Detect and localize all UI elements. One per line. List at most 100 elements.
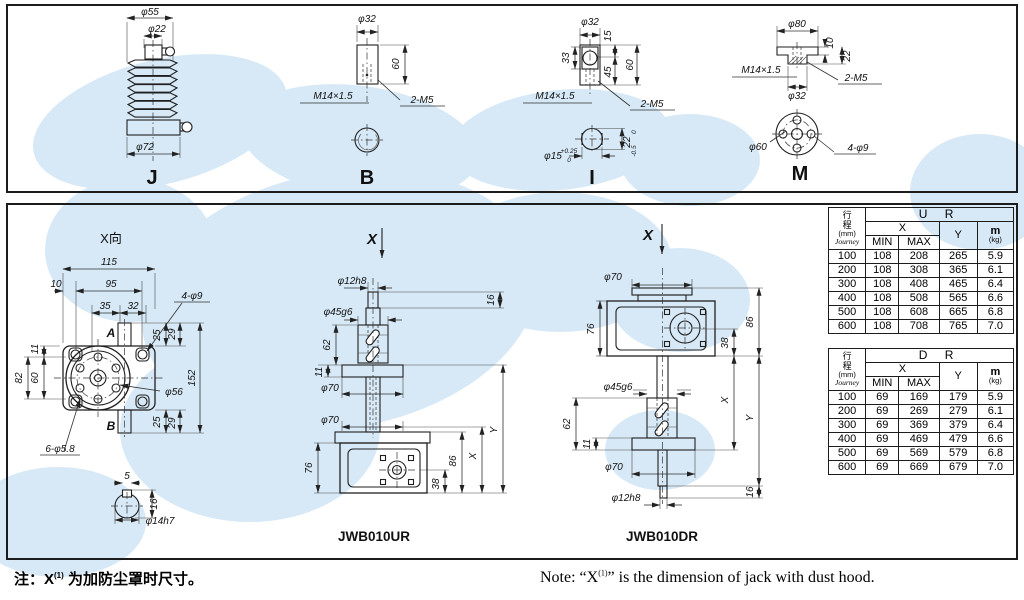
b-shape — [351, 44, 383, 156]
table-cell: 100 — [827, 249, 867, 264]
dim-label: 60 — [391, 58, 402, 70]
col-header-m: m(kg) — [976, 362, 1015, 391]
dim-label: 2-M5 — [410, 95, 434, 106]
view-i-drawing: φ32 33 15 45 60 M14×1.5 2-M5 φ15 +0.25 0… — [523, 17, 675, 189]
table-title-ur: U R — [865, 207, 1014, 222]
dim-label: 29 — [167, 417, 178, 430]
view-b-label: B — [360, 167, 374, 189]
table-cell: 200 — [827, 263, 867, 278]
table-cell: 369 — [898, 418, 940, 433]
dim-label: 115 — [101, 257, 117, 268]
footnote-chinese: 注：X(1) 为加防尘罩时尺寸。 — [14, 571, 203, 588]
dim-label: φ70 — [321, 383, 339, 394]
dim-label: M14×1.5 — [313, 91, 353, 102]
dim-label: 29 — [167, 328, 178, 341]
xview-housing — [54, 319, 164, 437]
journey-header: 行 程 (mm) Journey — [827, 348, 867, 391]
dim-label: 82 — [14, 372, 25, 384]
table-cell: 208 — [898, 249, 940, 264]
xview-shaft-detail — [111, 480, 156, 524]
dim-label: 6-φ5.8 — [45, 444, 75, 455]
dim-label: 16 — [149, 498, 160, 510]
table-title-dr: D R — [865, 348, 1014, 363]
dim-tolerance: 0 — [567, 157, 571, 164]
shaft-a-label: A — [106, 326, 116, 340]
dim-label: φ32 — [581, 17, 599, 28]
dim-label: 60 — [625, 59, 636, 71]
table-cell: 465 — [938, 277, 978, 292]
col-header-x: X — [865, 221, 940, 236]
dim-label: 60 — [30, 372, 41, 384]
dim-tolerance: -0.5 — [631, 145, 638, 157]
table-cell: 200 — [827, 404, 867, 419]
table-cell: 508 — [898, 291, 940, 306]
dim-label: φ70 — [605, 462, 623, 473]
view-j-drawing: φ55 φ22 φ72 J — [126, 7, 193, 189]
dim-label: 35 — [99, 301, 111, 312]
dim-label: Y — [489, 425, 500, 433]
dim-label: 45 — [603, 66, 614, 78]
table-cell: 179 — [938, 390, 978, 405]
m-flange-shape — [776, 46, 819, 65]
dim-label: Y — [745, 413, 756, 421]
table-cell: 69 — [865, 404, 900, 419]
dim-label: 76 — [586, 323, 597, 335]
main-panel: X向 — [6, 203, 1018, 560]
svg-text:X: X — [642, 227, 654, 244]
dim-label: 33 — [561, 52, 572, 64]
dim-label: φ32 — [788, 91, 806, 102]
watermark-shapes — [0, 54, 1024, 577]
table-cell: 379 — [938, 418, 978, 433]
j-dimension-lines — [126, 15, 181, 161]
table-cell: 6.4 — [976, 277, 1015, 292]
dim-label: 38 — [720, 337, 731, 349]
view-i-label: I — [589, 167, 595, 189]
table-cell: 108 — [865, 277, 900, 292]
dim-label: 152 — [187, 369, 198, 386]
table-cell: 479 — [938, 432, 978, 447]
dim-label: φ12h8 — [338, 276, 367, 287]
col-header-max: MAX — [898, 376, 940, 391]
dim-label: φ80 — [788, 19, 806, 30]
jwb010ur-label: JWB010UR — [338, 529, 410, 544]
table-cell: 708 — [898, 319, 940, 334]
jwb010dr-label: JWB010DR — [626, 529, 698, 544]
x-direction-view: X向 — [14, 231, 210, 527]
dr-shape — [606, 268, 716, 504]
dim-label: 2-M5 — [640, 99, 664, 110]
table-cell: 69 — [865, 432, 900, 447]
table-cell: 69 — [865, 390, 900, 405]
table-cell: 108 — [865, 263, 900, 278]
table-cell: 569 — [898, 446, 940, 461]
dim-label: 10 — [825, 37, 836, 49]
dim-label: φ22 — [148, 24, 166, 35]
dim-label: φ72 — [136, 142, 154, 153]
dim-label: 4-φ9 — [848, 143, 869, 154]
dimension-table-dr: 行 程 (mm) Journey D R X Y m(kg) MIN MAX 1… — [827, 348, 1015, 475]
table-cell: 69 — [865, 460, 900, 475]
dim-label: 25 — [152, 416, 163, 429]
view-m-drawing: φ80 10 22 M14×1.5 2-M5 φ32 φ60 4-φ9 M — [732, 19, 882, 185]
i-dimension-lines — [523, 28, 675, 111]
dr-dimension-lines — [572, 279, 763, 509]
table-cell: 269 — [898, 404, 940, 419]
dr-x-arrow: X — [642, 224, 665, 255]
m-bottom-shape — [769, 109, 876, 159]
table-cell: 6.6 — [976, 432, 1015, 447]
table-cell: 300 — [827, 277, 867, 292]
dim-label: φ45g6 — [324, 307, 353, 318]
dim-label: φ55 — [141, 7, 159, 18]
dim-tolerance: 0 — [631, 130, 638, 134]
table-cell: 265 — [938, 249, 978, 264]
dim-label: φ60 — [749, 142, 767, 153]
table-cell: 669 — [898, 460, 940, 475]
dim-label: 62 — [322, 339, 333, 351]
col-header-max: MAX — [898, 235, 940, 250]
ur-dimension-lines — [314, 282, 507, 494]
